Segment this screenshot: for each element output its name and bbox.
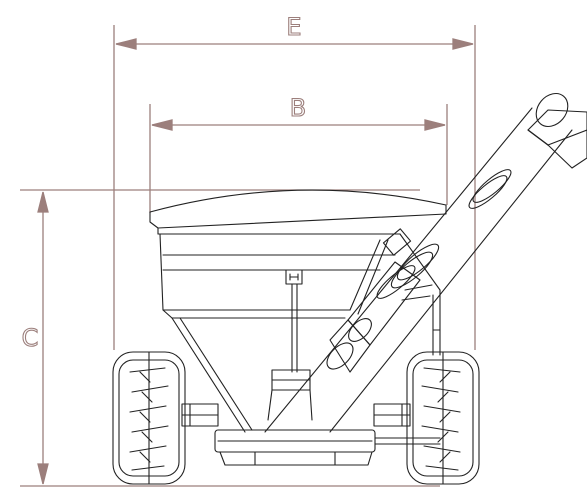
dimension-b-label: B (290, 94, 306, 122)
dimension-e-arrow-right (452, 38, 474, 50)
side-frame (399, 233, 441, 356)
left-wheel (112, 351, 186, 485)
auger-tube (264, 92, 587, 433)
dimension-annotations: E B C (20, 12, 476, 487)
hopper-body (157, 233, 401, 433)
grain-cart-drawing (112, 92, 587, 485)
dimension-c-arrow-top (37, 191, 49, 213)
dimension-c: C (20, 189, 440, 487)
dimension-c-label: C (22, 324, 39, 352)
fill-gauge (285, 269, 303, 373)
lower-bracket (267, 369, 313, 421)
dimension-b-arrow-right (424, 119, 446, 131)
dimension-b: B (149, 93, 448, 213)
right-wheel (406, 351, 480, 485)
dimension-e-label: E (286, 13, 301, 41)
dimension-e: E (113, 12, 476, 350)
hopper-top (149, 189, 447, 235)
dimension-e-arrow-left (115, 38, 137, 50)
dimension-c-arrow-bottom (37, 463, 49, 485)
dimension-b-arrow-left (151, 119, 173, 131)
